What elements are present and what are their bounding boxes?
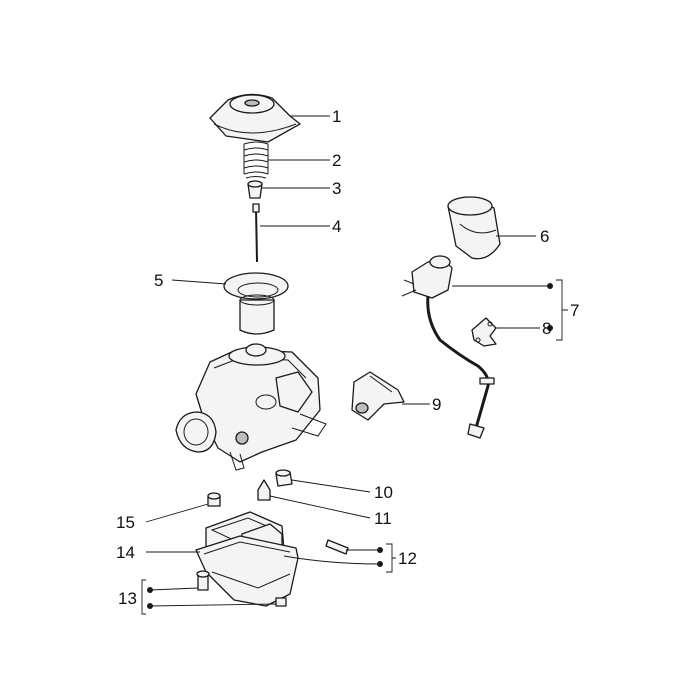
part-8-clip bbox=[471, 317, 497, 347]
callout-8: 8 bbox=[542, 319, 551, 338]
part-13-bowl-screws bbox=[196, 570, 287, 607]
part-7-starter-valve bbox=[401, 255, 495, 439]
callout-10: 10 bbox=[374, 483, 393, 502]
part-2-spring bbox=[243, 141, 269, 179]
callout-9: 9 bbox=[432, 395, 441, 414]
callout-12: 12 bbox=[398, 549, 417, 568]
bracket-7 bbox=[547, 279, 568, 341]
callout-14: 14 bbox=[116, 543, 135, 562]
part-1-cover bbox=[209, 93, 301, 143]
part-14-float-bowl bbox=[195, 535, 299, 607]
part-9-throttle-lever bbox=[351, 371, 405, 421]
part-4-needle bbox=[252, 203, 260, 263]
callout-6: 6 bbox=[540, 227, 549, 246]
callout-2: 2 bbox=[332, 151, 341, 170]
callout-13: 13 bbox=[118, 589, 137, 608]
part-11-needle-jet bbox=[257, 479, 271, 501]
bracket-13 bbox=[141, 579, 153, 615]
callout-15: 15 bbox=[116, 513, 135, 532]
part-10-jet bbox=[275, 469, 293, 487]
part-3-retainer bbox=[247, 180, 263, 199]
callout-4: 4 bbox=[332, 217, 341, 236]
callout-labels: 1 2 3 4 5 6 7 8 9 10 11 12 13 14 15 bbox=[116, 107, 579, 608]
callout-7: 7 bbox=[570, 301, 579, 320]
callout-3: 3 bbox=[332, 179, 341, 198]
part-6-rubber-cap bbox=[447, 196, 501, 260]
part-15-screw bbox=[207, 492, 221, 507]
bracket-12 bbox=[377, 543, 396, 573]
carburettor-body bbox=[175, 343, 327, 471]
callout-5: 5 bbox=[154, 271, 163, 290]
leader-lines bbox=[145, 115, 550, 607]
callout-1: 1 bbox=[332, 107, 341, 126]
part-5-diaphragm-slide bbox=[223, 272, 289, 335]
callout-11: 11 bbox=[374, 509, 392, 528]
